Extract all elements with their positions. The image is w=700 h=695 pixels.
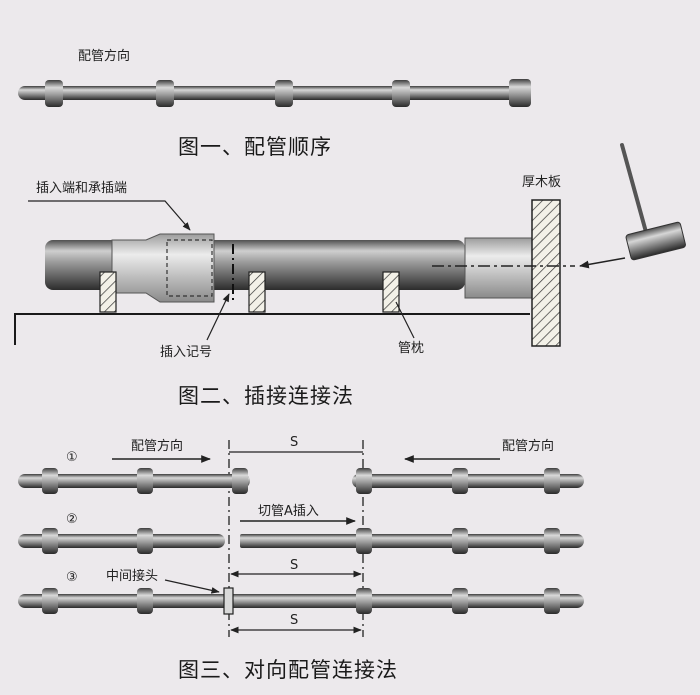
fig2-caption: 图二、插接连接法 bbox=[178, 384, 354, 408]
fig3-joint-label: 中间接头 bbox=[106, 569, 159, 584]
fig3-row1-left-pipe bbox=[18, 468, 250, 494]
fig2-pillow-label: 管枕 bbox=[398, 341, 425, 356]
fig3-row3-pipe bbox=[18, 588, 584, 614]
fig3-joint-leader bbox=[164, 579, 220, 594]
fig3-row-number-2: ② bbox=[66, 512, 78, 527]
fig1-socket-5 bbox=[509, 79, 531, 107]
fig2-leaders bbox=[28, 200, 415, 341]
fig2-board-label: 厚木板 bbox=[522, 175, 562, 190]
fig3-s-label-top: S bbox=[290, 435, 299, 450]
fig3-direction-right: 配管方向 bbox=[502, 439, 555, 454]
fig2-socket-label: 插入端和承插端 bbox=[36, 181, 128, 196]
fig2-pipe-pillow-2 bbox=[248, 271, 266, 313]
fig2-pipe-pillow-3 bbox=[382, 271, 400, 313]
fig2-ground-line bbox=[14, 313, 530, 345]
fig2-socket-joint bbox=[111, 233, 215, 303]
fig3-row-number-3: ③ bbox=[66, 570, 78, 585]
fig2-pipe-pillow-1 bbox=[99, 271, 117, 313]
fig1-direction-label: 配管方向 bbox=[78, 49, 131, 64]
fig1-socket-1 bbox=[45, 80, 63, 107]
fig1-socket-2 bbox=[156, 80, 174, 107]
fig2-strike-arrow bbox=[579, 257, 626, 269]
fig1-pipe bbox=[18, 79, 531, 107]
fig2-hammer bbox=[620, 143, 686, 261]
fig2-end-cap bbox=[464, 237, 534, 299]
fig3-row1-right-pipe bbox=[352, 468, 584, 494]
fig3-row2-right-pipe bbox=[352, 528, 584, 554]
fig3-direction-left: 配管方向 bbox=[131, 439, 184, 454]
fig3-s-label-bottom: S bbox=[290, 613, 299, 628]
fig3-row2-left-pipe bbox=[18, 528, 225, 554]
fig3-row-number-1: ① bbox=[66, 450, 78, 465]
fig1-socket-4 bbox=[392, 80, 410, 107]
fig3-caption: 图三、对向配管连接法 bbox=[178, 658, 398, 682]
fig3-middle-joint bbox=[223, 587, 234, 615]
fig2-wooden-board bbox=[531, 199, 561, 347]
fig1-socket-3 bbox=[275, 80, 293, 107]
fig1-caption: 图一、配管顺序 bbox=[178, 135, 332, 159]
fig3-cut-label: 切管A插入 bbox=[258, 504, 319, 519]
fig3-s-label-middle: S bbox=[290, 558, 299, 573]
fig3-row2-cut-pipe bbox=[240, 534, 358, 548]
fig2-mark-label: 插入记号 bbox=[160, 345, 213, 360]
